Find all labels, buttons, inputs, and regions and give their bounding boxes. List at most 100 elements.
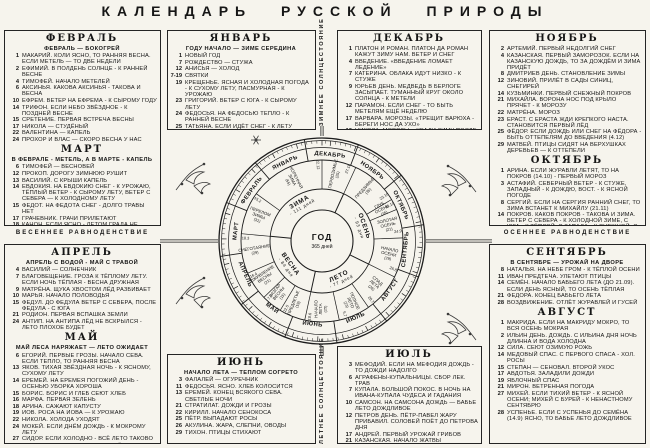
entry-day: 12 <box>12 170 19 177</box>
entry-text: ВАРВАРА. МОРОЗЫ. «ТРЕЩИТ ВАРЮХА - БЕРЕГИ… <box>355 115 475 128</box>
entry-day: 23 <box>175 98 182 105</box>
entry-text: ФЕДУЛ. ДО ФЕДУЛА ВЕТЕР С СЕВЕРА, ПОСЛЕ Ф… <box>22 299 157 312</box>
entry-text: ПОКРОВ. КАКОВ ПОКРОВ - ТАКОВА И ЗИМА. ВЕ… <box>507 212 637 225</box>
month-heading-february: ФЕВРАЛЬ <box>45 33 119 44</box>
wheel-phase-label: СНЕГОТАЯНИЕ(29) <box>238 243 271 258</box>
solstice-equinox-axes <box>160 126 492 356</box>
entry-text: ПАРАМОН. ЕСЛИ СНЕГ - ТО БЫТЬ МЕТЕЛЯМ ЕЩЁ… <box>355 102 454 115</box>
month-heading-october: ОКТЯБРЬ <box>530 155 604 167</box>
entry-day: 13 <box>175 390 182 397</box>
entry-text: АРИНА. ЕСЛИ ЖУРАВЛИ ЛЕТЯТ, ТО НА ПОКРОВ … <box>507 168 620 181</box>
entry-text: ТИМОФЕЙ — ВЕСНОВЕЙ <box>22 164 95 171</box>
entry-text: НИКОЛА. ХОЛОДА УХОДЯТ <box>22 416 100 423</box>
wheel-month-label: АПРЕЛЬ <box>237 261 253 288</box>
entry-text: БОРИС. БОРИС И ГЛЕБ СЕЮТ ХЛЕБ <box>22 390 126 397</box>
calendar-entry: НАЧАЛО ЛЕТА — ТЕПЛОМ СОГРЕТО <box>170 370 312 376</box>
entry-text: ТАТЬЯНА. ЕСЛИ ИДЁТ СНЕГ - К ЛЕТУ ДОЖДЛИВ… <box>185 123 293 130</box>
wheel-phase-date: 7.5 <box>266 293 273 300</box>
entry-text: САМСОН. НА САМСОНА ДОЖДЬ — БАБЬЕ ЛЕТО ДО… <box>355 400 477 413</box>
wheel-phase-date: 18.3 <box>242 235 250 240</box>
wheel-phase-date: 22.5 <box>282 304 290 313</box>
entry-day: 7-19 <box>170 73 182 80</box>
entry-day: 4 <box>348 58 352 65</box>
entry-day: 15 <box>497 364 504 371</box>
entry-text: КРЕЩЕНЬЕ. ЯСНАЯ И ХОЛОДНАЯ ПОГОДА - К СУ… <box>185 79 309 98</box>
entry-day: 2 <box>15 65 19 72</box>
wheel-season-label: ЗИМА- 111 дней <box>286 192 316 216</box>
entry-day: 22 <box>12 130 19 137</box>
entry-day: 11 <box>497 273 504 280</box>
wheel-phase-label: ГЛУБ.ОСЕНЬ(26) <box>372 199 392 219</box>
decorative-ornament <box>441 164 477 197</box>
entry-day: 1 <box>15 53 19 60</box>
wheel-phase-date: 15.2 <box>253 195 262 203</box>
entry-text: БЛАГОВЕЩЕНИЕ. ГРОЗА К ТЁПЛОМУ ЛЕТУ. ЕСЛИ… <box>22 273 148 286</box>
entry-text: ПРОХОР И ВЛАС — СКОРО ВЕСНА У НАС <box>22 137 142 143</box>
entry-text: СТЕПАН — СЕНОВАЛ. ВТОРОЙ УКОС <box>507 364 615 371</box>
entry-text: ФЕВРАЛЬ — БОКОГРЕЙ <box>44 46 120 52</box>
entry-text: КАНОН. ЕСЛИ ЯСНО - ЛЕТОМ ГРАДА НЕ БУДЕТ <box>22 222 138 226</box>
entry-text: ВАСИЛИЙ — СОЛНЕЧНИК <box>22 267 97 274</box>
entry-text: АКСИНЬЯ. КАКОВА АКСИНЬЯ - ТАКОВА И ВЕСНА <box>22 85 141 98</box>
entry-text: СИЛА. СЕЮТ ОЗИМУЮ РОЖЬ <box>507 345 593 352</box>
entry-day: 4 <box>500 52 504 59</box>
entry-text: АРТЕМИЙ. ПЕРВЫЙ НЕДОЛГИЙ СНЕГ <box>507 46 616 52</box>
entry-day: 7 <box>348 71 352 78</box>
entry-day: 17 <box>497 371 504 378</box>
entry-text: АПРЕЛЬ С ВОДОЙ - МАЙ С ТРАВОЙ <box>25 260 139 266</box>
entry-day: 12 <box>175 66 182 73</box>
entry-day: 21 <box>497 293 504 300</box>
entry-day: 14 <box>497 90 504 97</box>
entry-day: 1 <box>348 46 352 52</box>
entry-day: 22 <box>12 416 19 423</box>
entry-text: ТИХОН. ПТИЦЫ СТИХАЮТ <box>185 429 262 436</box>
entry-text: АНДРЕЙ. ПЕРВЫЙ УРОЖАЙ ГРИБОВ <box>355 431 462 438</box>
entry-text: ЕРЕМЕЙ. КОНЕЦ ВСЯКОГО СЕВА. СВЕТЛЫЕ НОЧИ <box>185 390 283 403</box>
entry-day: 18 <box>12 222 19 226</box>
entry-day: 6 <box>15 352 19 359</box>
wheel-season-label: ОСЕНЬ- 93 дня <box>352 212 372 241</box>
entry-day: 21 <box>497 384 504 391</box>
entry-text: ВВЕДЕНИЕ. «ВВЕДЕНИЕ ЛОМАЕТ ЛЕДЕНИЕ» <box>355 58 453 71</box>
entry-text: ПЕТРОВ ДЕНЬ. ПЁТР-ПАВЕЛ ЖАРУ ПРИБАВИЛ. С… <box>355 412 478 431</box>
entry-text: СЕРГИЙ. ЕСЛИ НА СЕРГИЯ РАННИЙ СНЕГ, ТО З… <box>507 199 641 212</box>
entry-text: ПЛАТОН И РОМАН. ПЛАТОН ДА РОМАН КАЖУТ ЗИ… <box>355 46 469 59</box>
entry-text: КАТЕРИНА. ОБЛАКА ИДУТ НИЗКО - К СТУЖЕ <box>355 71 462 84</box>
wheel-phase-ring: КОРЕННАЯЗИМА(55)22.12ПЕРЕЛОМЗИМЫ(31)15.2… <box>238 159 403 321</box>
entry-day: 19 <box>175 79 182 86</box>
entry-day: 1 <box>500 168 504 175</box>
